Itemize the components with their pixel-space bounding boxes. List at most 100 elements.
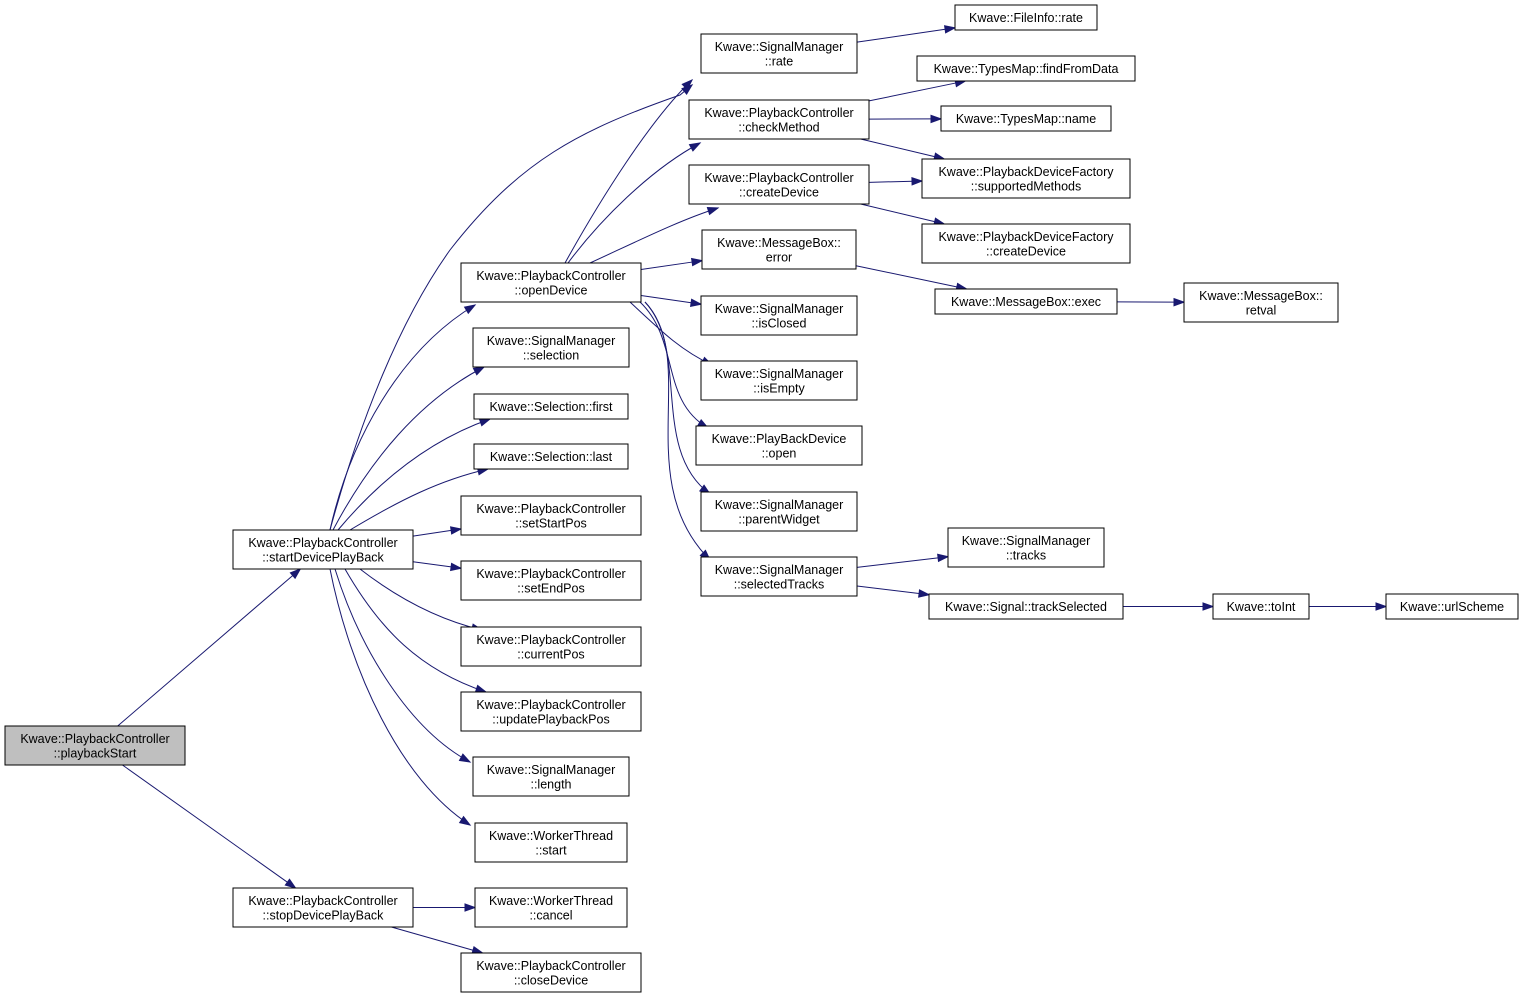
node-label-line: ::selection xyxy=(523,348,579,362)
edge-startDevicePlayBack-to-setEndPos xyxy=(412,561,463,572)
node-label-line: Kwave::toInt xyxy=(1227,600,1296,614)
node-label-line: Kwave::PlaybackController xyxy=(20,732,169,746)
node-label-line: Kwave::Selection::last xyxy=(490,450,613,464)
node-toInt[interactable]: Kwave::toInt xyxy=(1212,593,1310,620)
node-label-line: Kwave::WorkerThread xyxy=(489,829,613,843)
node-label-line: ::open xyxy=(762,446,797,460)
node-label-line: ::updatePlaybackPos xyxy=(492,712,609,726)
node-playbackStart[interactable]: Kwave::PlaybackController::playbackStart xyxy=(4,725,186,766)
node-mb_retval[interactable]: Kwave::MessageBox::retval xyxy=(1183,282,1339,323)
edge-stopDevicePlayBack-to-closeDevice xyxy=(391,926,485,955)
node-label-line: Kwave::MessageBox::exec xyxy=(951,295,1101,309)
node-mb_exec[interactable]: Kwave::MessageBox::exec xyxy=(934,288,1118,315)
edge-pc_createDevice-to-pdf_createDevice xyxy=(860,203,946,226)
node-sm_selectedTracks[interactable]: Kwave::SignalManager::selectedTracks xyxy=(700,556,858,597)
node-label-line: ::parentWidget xyxy=(738,512,820,526)
edge-sm_selectedTracks-to-sig_trackSelected xyxy=(856,585,931,598)
edge-openDevice-to-mb_error xyxy=(640,257,704,270)
node-setStartPos[interactable]: Kwave::PlaybackController::setStartPos xyxy=(460,495,642,536)
node-box xyxy=(688,164,870,205)
node-sm_isClosed[interactable]: Kwave::SignalManager::isClosed xyxy=(700,295,858,336)
node-sm_selection[interactable]: Kwave::SignalManager::selection xyxy=(472,327,630,368)
node-label-line: Kwave::PlaybackController xyxy=(248,894,397,908)
edge-mb_exec-to-mb_retval xyxy=(1116,297,1186,307)
node-box xyxy=(700,491,858,532)
node-box xyxy=(460,495,642,536)
node-closeDevice[interactable]: Kwave::PlaybackController::closeDevice xyxy=(460,952,642,993)
edge-openDevice-to-sm_isClosed xyxy=(640,295,703,307)
node-label-line: Kwave::Signal::trackSelected xyxy=(945,600,1107,614)
node-label-line: Kwave::SignalManager xyxy=(487,334,616,348)
node-updatePlaybackPos[interactable]: Kwave::PlaybackController::updatePlaybac… xyxy=(460,691,642,732)
node-label-line: ::createDevice xyxy=(986,244,1066,258)
nodes-layer: Kwave::PlaybackController::playbackStart… xyxy=(4,4,1519,993)
node-label-line: ::setEndPos xyxy=(517,581,584,595)
node-box xyxy=(934,288,1118,315)
node-box xyxy=(460,262,642,303)
edge-openDevice-to-sm_isEmpty xyxy=(629,301,714,366)
node-stopDevicePlayBack[interactable]: Kwave::PlaybackController::stopDevicePla… xyxy=(232,887,414,928)
node-box xyxy=(460,626,642,667)
node-label-line: ::stopDevicePlayBack xyxy=(263,908,385,922)
node-box xyxy=(701,229,857,270)
node-pbd_open[interactable]: Kwave::PlayBackDevice::open xyxy=(695,425,863,466)
node-wt_cancel[interactable]: Kwave::WorkerThread::cancel xyxy=(474,887,628,928)
node-sm_length[interactable]: Kwave::SignalManager::length xyxy=(472,756,630,797)
node-box xyxy=(474,822,628,863)
node-sm_rate[interactable]: Kwave::SignalManager::rate xyxy=(700,33,858,74)
node-sm_isEmpty[interactable]: Kwave::SignalManager::isEmpty xyxy=(700,360,858,401)
node-sm_tracks[interactable]: Kwave::SignalManager::tracks xyxy=(947,527,1105,568)
node-pc_createDevice[interactable]: Kwave::PlaybackController::createDevice xyxy=(688,164,870,205)
node-setEndPos[interactable]: Kwave::PlaybackController::setEndPos xyxy=(460,560,642,601)
node-pdf_supportedMethods[interactable]: Kwave::PlaybackDeviceFactory::supportedM… xyxy=(921,158,1131,199)
node-mb_error[interactable]: Kwave::MessageBox::error xyxy=(701,229,857,270)
node-wt_start[interactable]: Kwave::WorkerThread::start xyxy=(474,822,628,863)
node-box xyxy=(947,527,1105,568)
node-box xyxy=(928,593,1124,620)
node-label-line: ::start xyxy=(535,843,567,857)
node-label-line: ::setStartPos xyxy=(515,516,587,530)
node-startDevicePlayBack[interactable]: Kwave::PlaybackController::startDevicePl… xyxy=(232,529,414,570)
node-box xyxy=(473,443,629,470)
node-sm_parentWidget[interactable]: Kwave::SignalManager::parentWidget xyxy=(700,491,858,532)
node-label-line: Kwave::Selection::first xyxy=(490,400,613,414)
node-box xyxy=(1212,593,1310,620)
node-sel_first[interactable]: Kwave::Selection::first xyxy=(473,393,629,420)
node-pdf_createDevice[interactable]: Kwave::PlaybackDeviceFactory::createDevi… xyxy=(921,223,1131,264)
edge-startDevicePlayBack-to-wt_start xyxy=(329,568,472,826)
node-box xyxy=(1183,282,1339,323)
node-checkMethod[interactable]: Kwave::PlaybackController::checkMethod xyxy=(688,99,870,140)
node-sel_last[interactable]: Kwave::Selection::last xyxy=(473,443,629,470)
node-label-line: ::startDevicePlayBack xyxy=(262,550,384,564)
node-currentPos[interactable]: Kwave::PlaybackController::currentPos xyxy=(460,626,642,667)
node-urlScheme[interactable]: Kwave::urlScheme xyxy=(1385,593,1519,620)
node-label-line: Kwave::MessageBox:: xyxy=(717,236,841,250)
node-box xyxy=(940,105,1112,132)
edge-toInt-to-urlScheme xyxy=(1309,602,1388,611)
edge-checkMethod-to-tm_name xyxy=(868,114,943,124)
node-fi_rate[interactable]: Kwave::FileInfo::rate xyxy=(954,4,1098,31)
node-tm_findFromData[interactable]: Kwave::TypesMap::findFromData xyxy=(916,55,1136,82)
node-label-line: Kwave::urlScheme xyxy=(1400,600,1504,614)
node-label-line: retval xyxy=(1246,303,1277,317)
edge-playbackStart-to-startDevicePlayBack xyxy=(117,568,302,727)
node-box xyxy=(695,425,863,466)
node-openDevice[interactable]: Kwave::PlaybackController::openDevice xyxy=(460,262,642,303)
node-sig_trackSelected[interactable]: Kwave::Signal::trackSelected xyxy=(928,593,1124,620)
edge-sm_selectedTracks-to-sm_tracks xyxy=(856,553,950,568)
node-box xyxy=(472,327,630,368)
edge-startDevicePlayBack-to-sm_selection xyxy=(332,366,486,531)
node-box xyxy=(700,295,858,336)
edges-layer xyxy=(117,25,1388,955)
node-label-line: Kwave::WorkerThread xyxy=(489,894,613,908)
edge-startDevicePlayBack-to-sm_length xyxy=(334,568,472,763)
edge-openDevice-to-checkMethod xyxy=(567,142,702,264)
node-tm_name[interactable]: Kwave::TypesMap::name xyxy=(940,105,1112,132)
node-box xyxy=(688,99,870,140)
node-label-line: Kwave::SignalManager xyxy=(715,40,844,54)
node-label-line: ::currentPos xyxy=(517,647,584,661)
node-label-line: Kwave::SignalManager xyxy=(715,498,844,512)
edge-checkMethod-to-pdf_supportedMethods xyxy=(860,138,946,161)
edge-openDevice-to-pc_createDevice xyxy=(589,207,720,264)
